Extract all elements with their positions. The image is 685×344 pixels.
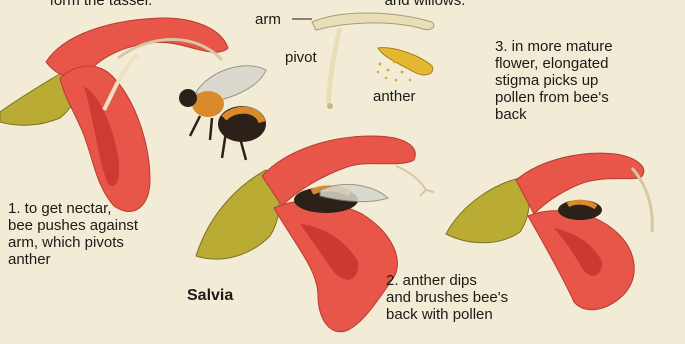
partial-caption-right: and willows.: [370, 0, 480, 9]
step-2-line: 2. anther dips: [386, 272, 508, 289]
step-3-line: stigma picks up: [495, 72, 613, 89]
step-3-line: pollen from bee's: [495, 89, 613, 106]
step-1-line: bee pushes against: [8, 217, 138, 234]
flower-3-sepal: [446, 178, 529, 243]
stamen-filament: [328, 28, 340, 104]
step-2-line: back with pollen: [386, 306, 508, 323]
step-1-line: arm, which pivots: [8, 234, 138, 251]
stamen-arm: [312, 13, 434, 30]
flower-2-pistil: [396, 166, 434, 196]
partial-caption-left: form the tassel.: [36, 0, 166, 9]
step-3-line: 3. in more mature: [495, 38, 613, 55]
step-1-caption: 1. to get nectar, bee pushes against arm…: [8, 200, 138, 268]
bee-2: [294, 184, 388, 213]
label-pivot: pivot: [285, 49, 317, 66]
flower-1: [0, 18, 228, 212]
bee-3: [558, 200, 602, 220]
label-anther: anther: [373, 88, 416, 105]
step-2-caption: 2. anther dips and brushes bee's back wi…: [386, 272, 508, 323]
step-2-line: and brushes bee's: [386, 289, 508, 306]
diagram-title: Salvia: [187, 287, 233, 304]
step-3-line: back: [495, 106, 613, 123]
step-3-caption: 3. in more mature flower, elongated stig…: [495, 38, 613, 123]
label-arm: arm: [255, 11, 281, 28]
step-1-line: anther: [8, 251, 138, 268]
step-3-line: flower, elongated: [495, 55, 613, 72]
pivot-point: [327, 103, 333, 109]
step-1-line: 1. to get nectar,: [8, 200, 138, 217]
bee-1-thorax: [192, 91, 224, 117]
bee-1: [179, 66, 266, 160]
bee-1-head: [179, 89, 197, 107]
stamen-anther: [378, 48, 433, 75]
